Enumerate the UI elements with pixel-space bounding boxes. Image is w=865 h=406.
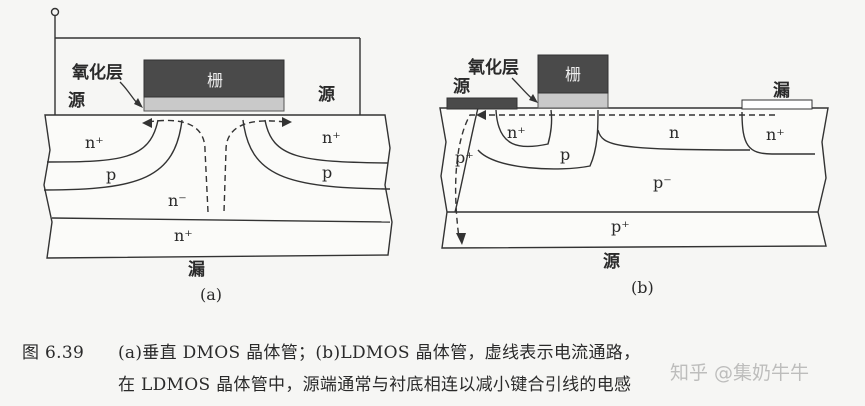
drain-label-a: 漏 (188, 260, 205, 280)
watermark: 知乎 @集奶牛牛 (670, 362, 810, 384)
p-left-body (43, 119, 183, 191)
p-minus-label-b: p⁻ (653, 173, 672, 192)
device-diagrams: 氧化层 栅 源 源 n⁺ n⁺ p p n⁻ n⁺ 漏 (a) 氧化层 栅 源 … (43, 7, 829, 304)
oxide-pointer-arrow-b (529, 94, 538, 103)
p-plus-bottom-label-b: p⁺ (611, 217, 630, 236)
caption-line-1: (a)垂直 DMOS 晶体管；(b)LDMOS 晶体管，虚线表示电流通路， (118, 343, 641, 363)
terminal-node (50, 7, 60, 17)
current-path-right (223, 120, 286, 213)
current-path-left (147, 119, 209, 213)
n-mid-label-b: n (669, 123, 679, 142)
n-plus-right-well (264, 119, 389, 164)
gate-electrode-b (537, 54, 609, 94)
arrow-left (142, 118, 152, 128)
n-plus-bottom-label-a: n⁺ (174, 226, 193, 245)
caption-number: 图 6.39 (22, 343, 85, 363)
source-label-b: 源 (453, 76, 470, 97)
n-plus-left-well (46, 119, 159, 163)
source-contact-b (446, 97, 518, 110)
sub-label-b: (b) (631, 278, 654, 297)
n-plus-drain-well (741, 111, 815, 155)
gate-electrode-a (143, 59, 285, 98)
sub-label-a: (a) (200, 285, 222, 304)
n-plus-left-label-b: n⁺ (507, 123, 526, 142)
n-plus-right-label-b: n⁺ (766, 125, 785, 144)
oxide-layer-b (537, 92, 609, 109)
n-plus-source-well (495, 109, 553, 148)
p-plus-sinker (454, 107, 479, 213)
drain-contact-b (741, 99, 813, 110)
n-plus-right-label-a: n⁺ (322, 128, 341, 147)
oxide-label-b: 氧化层 (467, 57, 519, 78)
current-path-b (454, 114, 775, 239)
source-label-left-a: 源 (68, 90, 85, 111)
drain-label-b: 漏 (773, 81, 790, 101)
p-left-label-a: p (106, 165, 116, 184)
gate-label-b: 栅 (565, 65, 581, 84)
arrow-right (282, 117, 292, 127)
ldmos-body (439, 107, 829, 249)
p-right-body (242, 119, 391, 190)
n-minus-label-a: n⁻ (168, 191, 187, 210)
dmos-body (43, 114, 393, 259)
source-label-right-a: 源 (318, 84, 335, 105)
oxide-layer-a (143, 96, 285, 112)
gate-label-a: 栅 (207, 71, 223, 90)
p-right-label-a: p (322, 163, 332, 182)
source-bottom-label-b: 源 (603, 251, 620, 272)
arrow-down-b (456, 233, 466, 245)
arrow-left-b (476, 110, 486, 120)
n-plus-left-label-a: n⁺ (85, 133, 104, 152)
ldmos-diagram (439, 107, 829, 249)
p-mid-label-b: p (560, 145, 570, 164)
oxide-pointer-arrow-a (134, 98, 143, 108)
n-plus-substrate-boundary (51, 217, 391, 223)
p-plus-left-label-b: p⁺ (455, 148, 474, 167)
caption-line-2: 在 LDMOS 晶体管中，源端通常与衬底相连以减小键合引线的电感 (118, 375, 632, 395)
oxide-label-a: 氧化层 (71, 62, 123, 83)
n-drift-region (597, 129, 751, 151)
vertical-dmos-diagram (43, 7, 393, 259)
